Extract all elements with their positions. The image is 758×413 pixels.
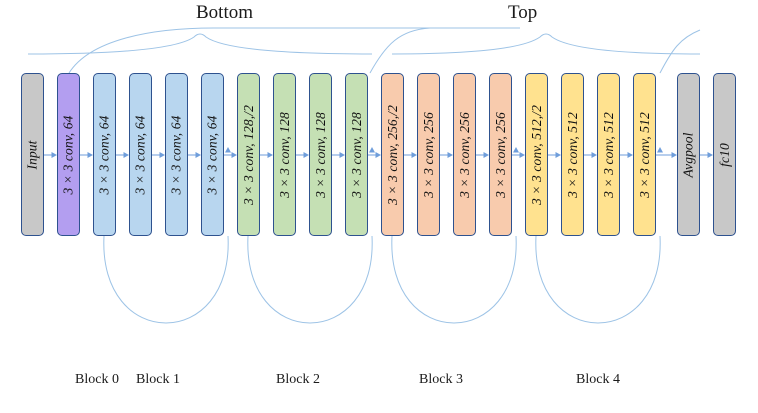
node-label: 3 × 3 conv, 256 xyxy=(456,111,472,198)
flow-arrow xyxy=(80,152,93,158)
node-label: 3 × 3 conv, 128 xyxy=(276,111,292,198)
top-section-label: Top xyxy=(508,2,538,23)
node-avgpool: Avgpool xyxy=(677,73,700,236)
skip-curve-upper-2 xyxy=(659,29,701,74)
node-label: 3 × 3 conv, 512,/2 xyxy=(528,104,544,205)
node-conv10: 3 × 3 conv, 256,/2 xyxy=(381,73,404,236)
flow-arrow xyxy=(260,152,273,158)
node-conv13: 3 × 3 conv, 256 xyxy=(489,73,512,236)
node-conv5: 3 × 3 conv, 64 xyxy=(201,73,224,236)
skip-arrowhead-6 xyxy=(657,147,663,153)
top-section-brace xyxy=(391,33,701,55)
bottom-section-brace xyxy=(27,33,373,55)
flow-arrow xyxy=(476,152,489,158)
node-fc10: fc10 xyxy=(713,73,736,236)
node-conv9: 3 × 3 conv, 128 xyxy=(345,73,368,236)
node-label: Input xyxy=(24,140,40,169)
arrow-group xyxy=(44,152,713,158)
block-label-block-2: Block 2 xyxy=(276,372,320,387)
skip-curve-lower-3 xyxy=(535,235,661,324)
node-label: 3 × 3 conv, 64 xyxy=(204,115,220,194)
node-label: Avgpool xyxy=(680,132,696,177)
skip-curve-lower-0 xyxy=(103,235,229,324)
node-label: fc10 xyxy=(716,142,732,167)
node-label: 3 × 3 conv, 256,/2 xyxy=(384,104,400,205)
node-conv4: 3 × 3 conv, 64 xyxy=(165,73,188,236)
node-input: Input xyxy=(21,73,44,236)
node-conv12: 3 × 3 conv, 256 xyxy=(453,73,476,236)
flow-arrow xyxy=(440,152,453,158)
node-label: 3 × 3 conv, 128,/2 xyxy=(240,104,256,205)
block-label-block-0: Block 0 xyxy=(75,372,119,387)
flow-arrow xyxy=(368,152,381,158)
node-conv15: 3 × 3 conv, 512 xyxy=(561,73,584,236)
node-label: 3 × 3 conv, 512 xyxy=(564,111,580,198)
flow-arrow xyxy=(188,152,201,158)
node-conv6: 3 × 3 conv, 128,/2 xyxy=(237,73,260,236)
node-conv3: 3 × 3 conv, 64 xyxy=(129,73,152,236)
node-conv2: 3 × 3 conv, 64 xyxy=(93,73,116,236)
flow-arrow xyxy=(44,152,57,158)
flow-arrow xyxy=(296,152,309,158)
skip-arrowhead-4 xyxy=(513,147,519,153)
skip-curve-lower-1 xyxy=(247,235,373,324)
bottom-section-label: Bottom xyxy=(196,2,254,23)
skip-arrowhead-2 xyxy=(369,147,375,153)
flow-arrow xyxy=(700,152,713,158)
node-conv1: 3 × 3 conv, 64 xyxy=(57,73,80,236)
flow-arrow xyxy=(224,152,237,158)
node-label: 3 × 3 conv, 256 xyxy=(492,111,508,198)
node-label: 3 × 3 conv, 128 xyxy=(312,111,328,198)
flow-arrow xyxy=(512,152,525,158)
node-label: 3 × 3 conv, 128 xyxy=(348,111,364,198)
node-conv16: 3 × 3 conv, 512 xyxy=(597,73,620,236)
node-label: 3 × 3 conv, 512 xyxy=(636,111,652,198)
skip-arrowhead-0 xyxy=(225,147,231,153)
block-label-block-3: Block 3 xyxy=(419,372,463,387)
block-label-block-4: Block 4 xyxy=(576,372,620,387)
node-conv8: 3 × 3 conv, 128 xyxy=(309,73,332,236)
node-conv17: 3 × 3 conv, 512 xyxy=(633,73,656,236)
block-label-block-1: Block 1 xyxy=(136,372,180,387)
flow-arrow xyxy=(404,152,417,158)
flow-arrow xyxy=(152,152,165,158)
flow-arrow xyxy=(656,152,677,158)
flow-arrow xyxy=(116,152,129,158)
node-conv11: 3 × 3 conv, 256 xyxy=(417,73,440,236)
node-label: 3 × 3 conv, 256 xyxy=(420,111,436,198)
node-label: 3 × 3 conv, 64 xyxy=(60,115,76,194)
node-label: 3 × 3 conv, 64 xyxy=(168,115,184,194)
skip-curve-lower-2 xyxy=(391,235,517,324)
node-conv14: 3 × 3 conv, 512,/2 xyxy=(525,73,548,236)
skip-curve-upper-0 xyxy=(68,27,470,74)
skip-connection-group xyxy=(68,27,701,324)
node-label: 3 × 3 conv, 64 xyxy=(96,115,112,194)
flow-arrow xyxy=(548,152,561,158)
flow-arrow xyxy=(620,152,633,158)
node-label: 3 × 3 conv, 64 xyxy=(132,115,148,194)
node-label: 3 × 3 conv, 512 xyxy=(600,111,616,198)
node-conv7: 3 × 3 conv, 128 xyxy=(273,73,296,236)
brace-group xyxy=(27,33,701,55)
skip-curve-upper-1 xyxy=(369,27,520,74)
flow-arrow xyxy=(584,152,597,158)
flow-arrow xyxy=(332,152,345,158)
